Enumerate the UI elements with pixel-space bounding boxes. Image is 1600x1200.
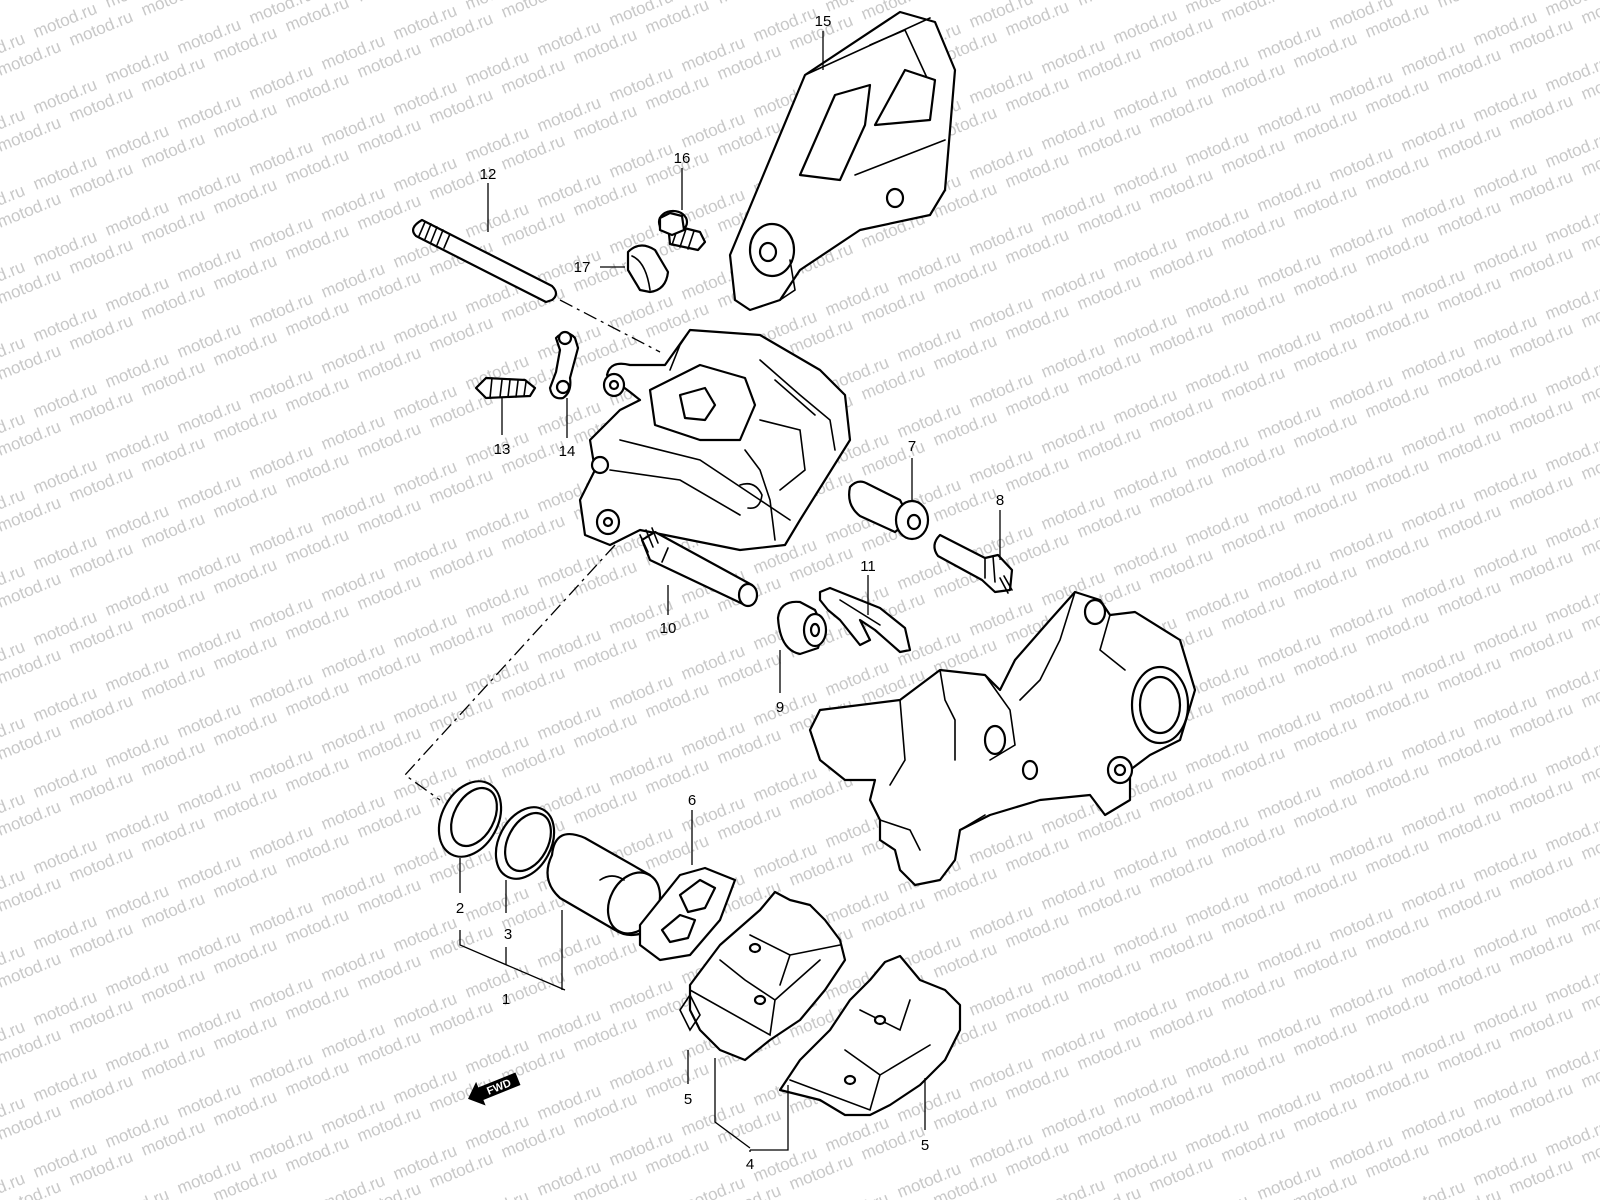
part-16-bolt xyxy=(657,209,707,252)
callout-7: 7 xyxy=(908,438,916,455)
watermark-text: motod.ru xyxy=(1182,1191,1251,1200)
part-10-slide-pin xyxy=(639,527,759,608)
part-17-cap xyxy=(626,244,670,294)
watermark-text: motod.ru xyxy=(462,1187,531,1200)
part-8-bolt xyxy=(933,533,1014,594)
callout-3: 3 xyxy=(504,926,512,943)
callout-13: 13 xyxy=(494,441,511,458)
watermark-text: motod.ru xyxy=(1398,1177,1467,1200)
part-11-clip xyxy=(818,586,912,654)
callout-15: 15 xyxy=(815,13,832,30)
callout-8: 8 xyxy=(996,492,1004,509)
part-9-boot xyxy=(776,600,828,656)
callout-6: 6 xyxy=(688,792,696,809)
callout-10: 10 xyxy=(660,620,677,637)
callout-5b: 5 xyxy=(921,1137,929,1154)
callout-17: 17 xyxy=(574,259,591,276)
watermark-text: motod.ru xyxy=(102,1185,171,1200)
callout-11: 11 xyxy=(860,558,876,575)
watermark-text: motod.ru xyxy=(1074,0,1143,10)
part-3-dust-seal xyxy=(494,806,556,880)
part-4-pad-inner xyxy=(679,890,847,1062)
callout-labels: 1 2 3 4 5 5 6 7 8 9 10 11 12 13 14 15 16… xyxy=(456,13,1004,1173)
caliper-body xyxy=(578,328,852,552)
assembly-lines xyxy=(404,299,661,801)
callout-1: 1 xyxy=(502,991,510,1008)
callout-4: 4 xyxy=(746,1156,754,1173)
callout-16: 16 xyxy=(674,150,691,167)
caliper-bracket xyxy=(808,590,1197,887)
watermark-text: motod.ru xyxy=(1434,0,1503,12)
watermark-text: motod.ru xyxy=(822,1189,891,1200)
watermark-text: motod.ru xyxy=(498,0,567,22)
part-14-link xyxy=(548,330,580,400)
part-7-sleeve xyxy=(848,480,930,541)
callout-2: 2 xyxy=(456,900,464,917)
part-6-shim xyxy=(638,866,737,962)
watermark-text: motod.ru xyxy=(714,0,783,8)
callout-5a: 5 xyxy=(684,1091,692,1108)
callout-14: 14 xyxy=(559,443,576,460)
watermark-text: motod.ru xyxy=(1038,1175,1107,1200)
watermark-text: motod.ru xyxy=(354,0,423,6)
part-15-bracket xyxy=(728,10,957,312)
watermark-text: motod.ru xyxy=(138,0,207,20)
watermark-text: motod.ru xyxy=(1218,0,1287,26)
part-12-pin xyxy=(412,218,558,304)
part-13-bleeder xyxy=(474,376,537,400)
watermark-text: motod.ru xyxy=(0,0,64,4)
callout-9: 9 xyxy=(776,699,784,716)
part-4-pad-outer xyxy=(778,954,962,1117)
watermark-text: motod.ru xyxy=(1578,0,1600,28)
part-2-seal xyxy=(437,780,503,858)
leader-lines xyxy=(459,31,1001,1152)
callout-12: 12 xyxy=(480,166,497,183)
